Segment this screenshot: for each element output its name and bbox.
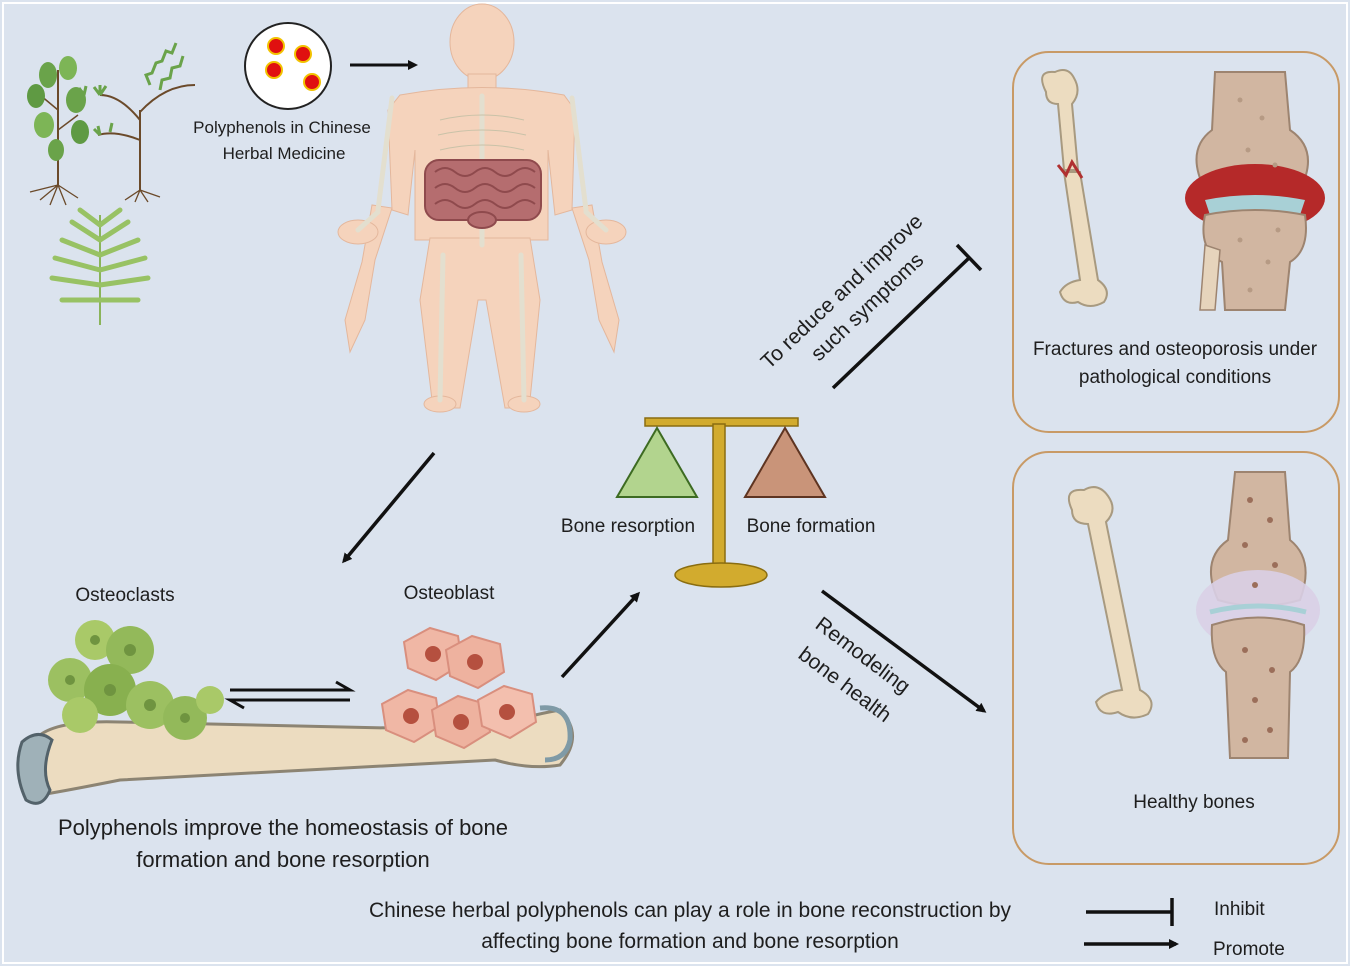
healthy-knee-icon: [1196, 471, 1320, 759]
fern-icon: [49, 207, 151, 325]
osteoclasts-label: Osteoclasts: [75, 585, 174, 606]
arrow-body-to-cells: [342, 451, 436, 564]
resorption-triangle: [615, 426, 699, 498]
healthy-bone-icon: [1068, 486, 1153, 719]
herbal-plant-icons: [27, 42, 196, 325]
balance-scale-icon: [615, 417, 827, 588]
bone-formation-label: Bone formation: [747, 516, 876, 537]
bone-resorption-label: Bone resorption: [561, 516, 695, 537]
arthritic-knee-icon: [1185, 71, 1325, 311]
homeostasis-caption-line2: formation and bone resorption: [136, 847, 430, 872]
arrow-balance-to-healthy: [820, 589, 987, 713]
polyphenol-molecule-icon: [244, 22, 332, 110]
summary-line2: affecting bone formation and bone resorp…: [481, 930, 899, 953]
homeostasis-caption-line1: Polyphenols improve the homeostasis of b…: [58, 815, 508, 840]
herbal-polyphenols-label-line2: Herbal Medicine: [223, 144, 346, 163]
legend-promote: Promote: [1084, 939, 1285, 960]
osteoblast-label: Osteoblast: [404, 583, 496, 604]
arrow-cells-to-balance: [560, 591, 641, 679]
formation-triangle: [743, 426, 827, 498]
fractures-label-line2: pathological conditions: [1079, 367, 1271, 388]
summary-line1: Chinese herbal polyphenols can play a ro…: [369, 899, 1012, 922]
herbal-polyphenols-label-line1: Polyphenols in Chinese: [193, 118, 371, 137]
intestines-icon: [424, 159, 542, 229]
osteoblast-cluster-icon: [380, 626, 538, 750]
inhibit-connector: [831, 243, 983, 390]
fractures-label-line1: Fractures and osteoporosis under: [1033, 339, 1318, 360]
human-body-icon: [337, 3, 627, 413]
legend-inhibit-label: Inhibit: [1214, 899, 1265, 920]
plant-left-icon: [27, 56, 89, 206]
legend-inhibit: Inhibit: [1086, 898, 1265, 926]
equilibrium-arrows-icon: [224, 680, 356, 710]
plant-tree-icon: [77, 42, 196, 203]
healthy-bones-label: Healthy bones: [1133, 792, 1254, 813]
osteoclast-cluster-icon: [48, 620, 224, 740]
fractured-bone-icon: [1041, 69, 1108, 307]
legend-promote-label: Promote: [1213, 939, 1285, 960]
